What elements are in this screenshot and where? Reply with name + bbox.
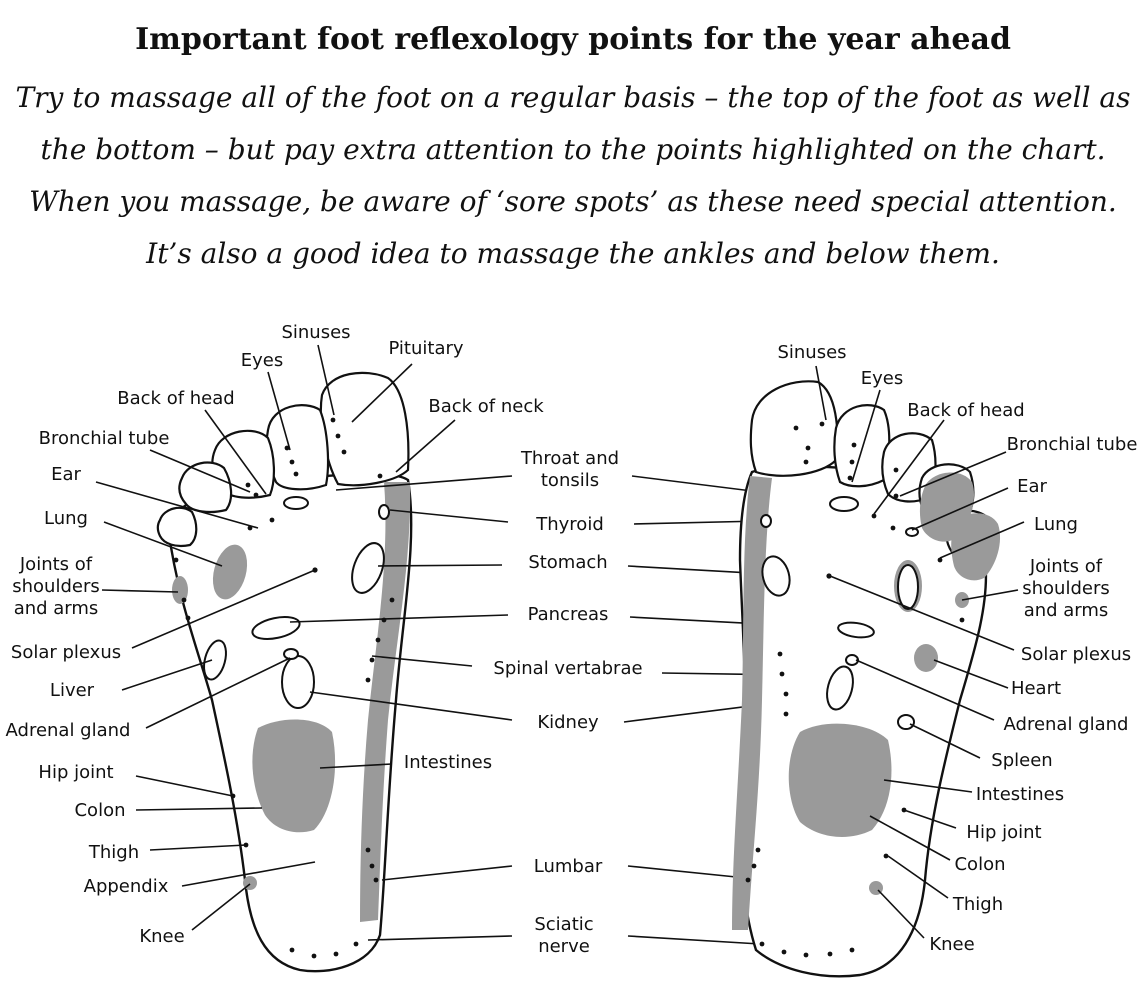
right-label-thigh: Thigh: [952, 894, 1003, 915]
right-label-bronchial-tube: Bronchial tube: [1007, 434, 1138, 455]
right-foot-dots: [745, 421, 965, 958]
center-label-thyroid: Thyroid: [535, 514, 604, 535]
left-toe-2: [265, 404, 330, 491]
page-title: Important foot reflexology points for th…: [135, 22, 1011, 57]
left-label-liver: Liver: [50, 680, 95, 701]
center-label-intestines: Intestines: [404, 752, 492, 773]
center-label-sciatic-2: nerve: [538, 936, 590, 957]
left-adrenal-organ: [283, 648, 299, 660]
right-foot: [732, 365, 1025, 978]
right-label-sinuses: Sinuses: [777, 342, 846, 363]
right-lung-area: [951, 513, 1001, 581]
left-label-sinuses: Sinuses: [281, 322, 350, 343]
center-label-lumbar: Lumbar: [534, 856, 603, 877]
right-label-ear: Ear: [1017, 476, 1047, 497]
left-label-pituitary: Pituitary: [388, 338, 463, 359]
intro-line-3: When you massage, be aware of ‘sore spot…: [29, 185, 1117, 218]
intro-text: Try to massage all of the foot on a regu…: [0, 72, 1146, 280]
right-thyroid-organ: [760, 514, 772, 528]
right-spleen-organ: [897, 714, 915, 730]
right-label-solar-plexus: Solar plexus: [1021, 644, 1131, 665]
right-label-joints-2: shoulders: [1022, 578, 1110, 599]
right-intestines-area: [788, 723, 892, 837]
left-pancreas-organ: [251, 616, 301, 640]
left-label-hip-joint: Hip joint: [38, 762, 113, 783]
left-intestines-area: [252, 719, 336, 833]
right-label-joints-3: and arms: [1024, 600, 1109, 621]
right-back-head-organ: [905, 527, 919, 537]
right-label-heart: Heart: [1011, 678, 1061, 699]
right-foot-leaders: [815, 365, 1025, 939]
right-label-colon: Colon: [954, 854, 1005, 875]
right-throat-organ: [829, 496, 859, 512]
left-foot-leaders: [95, 344, 456, 931]
left-label-back-of-head: Back of head: [117, 388, 234, 409]
center-label-stomach: Stomach: [528, 552, 607, 573]
left-toe-5: [156, 506, 198, 548]
left-big-toe: [319, 371, 410, 487]
left-joints-area: [172, 576, 188, 604]
left-stomach-organ: [351, 542, 385, 594]
center-label-spinal-vertebrae: Spinal vertabrae: [493, 658, 642, 679]
left-label-bronchial-tube: Bronchial tube: [39, 428, 170, 449]
left-label-solar-plexus: Solar plexus: [11, 642, 121, 663]
center-label-kidney: Kidney: [537, 712, 599, 733]
left-label-lung: Lung: [44, 508, 88, 529]
right-stomach-organ: [761, 555, 791, 597]
left-label-joints-3: and arms: [14, 598, 99, 619]
right-label-knee: Knee: [929, 934, 974, 955]
right-label-spleen: Spleen: [991, 750, 1052, 771]
left-kidney-organ: [281, 655, 315, 709]
left-foot-dots: [173, 417, 395, 959]
right-spine-band: [732, 476, 772, 930]
center-label-sciatic-1: Sciatic: [534, 914, 593, 935]
left-label-knee: Knee: [139, 926, 184, 947]
right-label-back-of-head: Back of head: [907, 400, 1024, 421]
right-label-eyes: Eyes: [861, 368, 903, 389]
left-label-eyes: Eyes: [241, 350, 283, 371]
right-label-adrenal-gland: Adrenal gland: [1004, 714, 1129, 735]
left-label-joints-1: Joints of: [19, 554, 93, 575]
center-label-pancreas: Pancreas: [528, 604, 609, 625]
center-label-throat-1: Throat and: [520, 448, 619, 469]
left-label-joints-2: shoulders: [12, 576, 100, 597]
left-label-thigh: Thigh: [88, 842, 139, 863]
left-label-colon: Colon: [74, 800, 125, 821]
intro-line-1: Try to massage all of the foot on a regu…: [15, 81, 1131, 114]
left-toe-4: [178, 461, 233, 514]
right-label-lung: Lung: [1034, 514, 1078, 535]
left-foot: [95, 344, 456, 973]
right-heart-area: [914, 644, 938, 672]
right-label-intestines: Intestines: [976, 784, 1064, 805]
left-liver-organ: [203, 639, 227, 681]
right-pancreas-organ: [837, 621, 875, 639]
left-throat-organ: [283, 496, 309, 510]
right-toe-2: [833, 404, 891, 488]
left-thyroid-organ: [378, 504, 390, 520]
right-kidney-organ: [826, 665, 854, 711]
center-label-throat-2: tonsils: [541, 470, 599, 491]
right-label-hip-joint: Hip joint: [966, 822, 1041, 843]
right-label-joints-1: Joints of: [1029, 556, 1103, 577]
left-label-appendix: Appendix: [84, 876, 169, 897]
intro-line-4: It’s also a good idea to massage the ank…: [146, 237, 1000, 270]
right-shoulder-organ: [897, 564, 919, 610]
intro-line-2: the bottom – but pay extra attention to …: [40, 133, 1106, 166]
left-lung-area: [212, 544, 248, 600]
left-label-adrenal-gland: Adrenal gland: [6, 720, 131, 741]
left-label-ear: Ear: [51, 464, 81, 485]
left-label-back-of-neck: Back of neck: [428, 396, 544, 417]
